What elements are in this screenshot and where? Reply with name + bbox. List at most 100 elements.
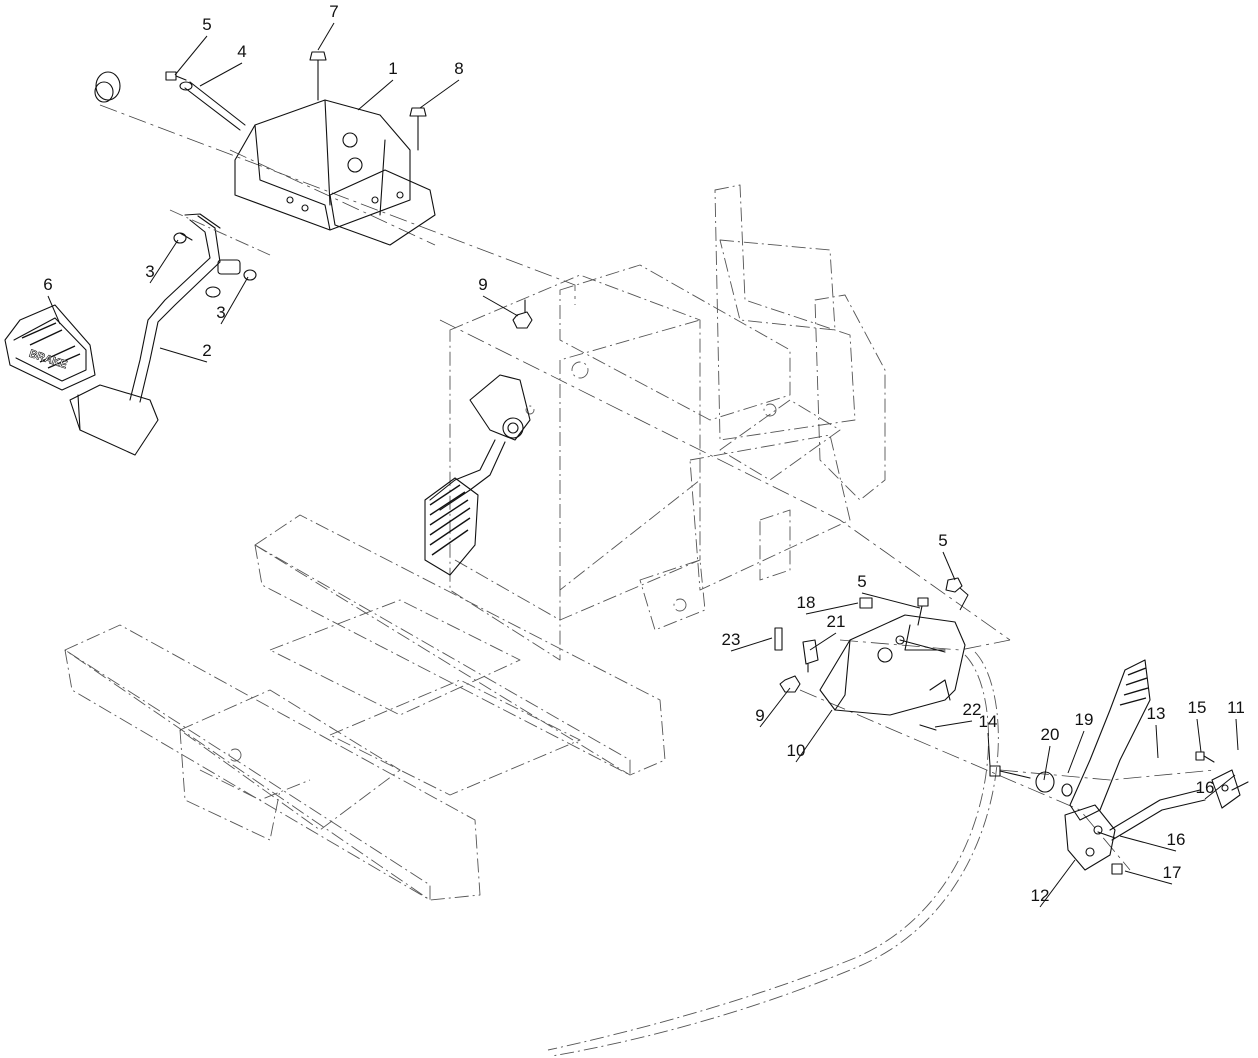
callout-number: 13 (1147, 704, 1166, 723)
callout-number: 5 (202, 15, 211, 34)
callout-number: 12 (1031, 886, 1050, 905)
callout-number: 14 (979, 712, 998, 731)
callout-leader (199, 62, 243, 87)
callout-number: 23 (722, 630, 741, 649)
callout-number: 19 (1075, 710, 1094, 729)
pivot-pin (179, 81, 246, 131)
callout-c15: 15 (1188, 698, 1207, 753)
screw-15 (1195, 751, 1215, 763)
callout-c13: 13 (1147, 704, 1166, 759)
callout-number: 16 (1196, 778, 1215, 797)
callout-leader (482, 295, 519, 317)
callout-leader (795, 709, 833, 763)
callout-c3a: 3 (145, 239, 179, 284)
clip-bracket (1211, 769, 1241, 809)
callout-c10: 10 (787, 709, 833, 763)
callout-leader (1235, 718, 1239, 751)
callout-number: 11 (1227, 698, 1245, 717)
switch-21 (802, 639, 819, 673)
brake-decal: BRAKE (4, 304, 96, 391)
callout-c1: 1 (357, 59, 398, 111)
bolt-small (165, 71, 187, 81)
callout-leader (1039, 859, 1076, 908)
callout-leader (1196, 718, 1202, 753)
callout-leader (1067, 730, 1085, 774)
callout-c5b: 5 (938, 531, 956, 581)
callout-leader (1119, 835, 1177, 852)
nut-5-lower (945, 577, 969, 611)
callout-leader (1124, 870, 1173, 885)
callout-c12: 12 (1031, 859, 1076, 908)
callout-leader (174, 35, 208, 76)
bolt-right (409, 107, 427, 151)
callout-number: 5 (857, 572, 866, 591)
callout-leader (317, 22, 335, 51)
pin-23 (774, 627, 783, 651)
callout-c11: 11 (1227, 698, 1245, 751)
bolt-5-lower (917, 597, 929, 626)
callout-leader (159, 347, 208, 363)
callout-c19: 19 (1067, 710, 1094, 774)
accelerator-pedal (424, 374, 531, 576)
callout-number: 2 (202, 341, 211, 360)
callout-number: 18 (797, 593, 816, 612)
main-frame-ghost (64, 184, 886, 901)
callout-c22: 22 (934, 700, 981, 728)
callout-c7: 7 (317, 2, 339, 51)
pedal-mount-bracket (234, 99, 436, 246)
bolt-top (309, 51, 327, 101)
callout-number: 15 (1188, 698, 1207, 717)
callout-c9a: 9 (478, 275, 519, 317)
callout-number: 5 (938, 531, 947, 550)
callout-c2: 2 (159, 341, 212, 363)
link-arm (1109, 789, 1206, 841)
callout-c16a: 16 (1119, 830, 1185, 852)
callout-number: 10 (787, 741, 806, 760)
callout-leader (149, 239, 179, 284)
cotter-16 (1097, 781, 1249, 839)
callout-c17: 17 (1124, 863, 1181, 885)
callout-c16b: 16 (1196, 774, 1236, 800)
assembly-axes (99, 104, 1216, 871)
bolt-14 (989, 765, 1031, 779)
callout-c4: 4 (199, 42, 247, 87)
callout-c18: 18 (797, 593, 859, 615)
nut-18 (859, 597, 873, 609)
callout-number: 6 (43, 275, 52, 294)
bolt-17 (1111, 863, 1123, 875)
lower-bracket-plate (819, 614, 966, 716)
bushing-right (217, 259, 257, 281)
callout-number: 3 (216, 303, 225, 322)
callout-leader (934, 720, 973, 728)
end-cap (94, 71, 121, 103)
brake-pedal-arm (129, 209, 271, 403)
callout-number: 1 (388, 59, 397, 78)
callout-leader (809, 632, 837, 651)
callout-leader (419, 79, 460, 109)
callout-leader (1043, 745, 1051, 781)
callout-leader (47, 295, 61, 325)
callout-c21: 21 (809, 612, 846, 651)
bushing-left (173, 232, 193, 244)
callout-number: 20 (1041, 725, 1060, 744)
nut-upper (512, 299, 533, 329)
callout-number: 9 (478, 275, 487, 294)
callout-leader (759, 687, 791, 728)
callout-c8: 8 (419, 59, 464, 109)
nut-9-lower (779, 675, 801, 693)
callout-c6: 6 (43, 275, 61, 325)
callout-c23: 23 (722, 630, 773, 652)
callout-c5a: 5 (174, 15, 212, 76)
callout-leader (1204, 774, 1236, 800)
callout-number: 21 (827, 612, 846, 631)
callout-layer: 1233455567899101112131415161617181920212… (43, 2, 1245, 908)
brake-cable (547, 651, 999, 1057)
callout-leader (357, 79, 394, 111)
callout-c5c: 5 (857, 572, 921, 609)
callout-c9b: 9 (755, 687, 791, 728)
callout-leader (987, 732, 991, 767)
parking-brake-lever (1064, 659, 1151, 871)
callout-number: 7 (329, 2, 338, 21)
callout-number: 3 (145, 262, 154, 281)
